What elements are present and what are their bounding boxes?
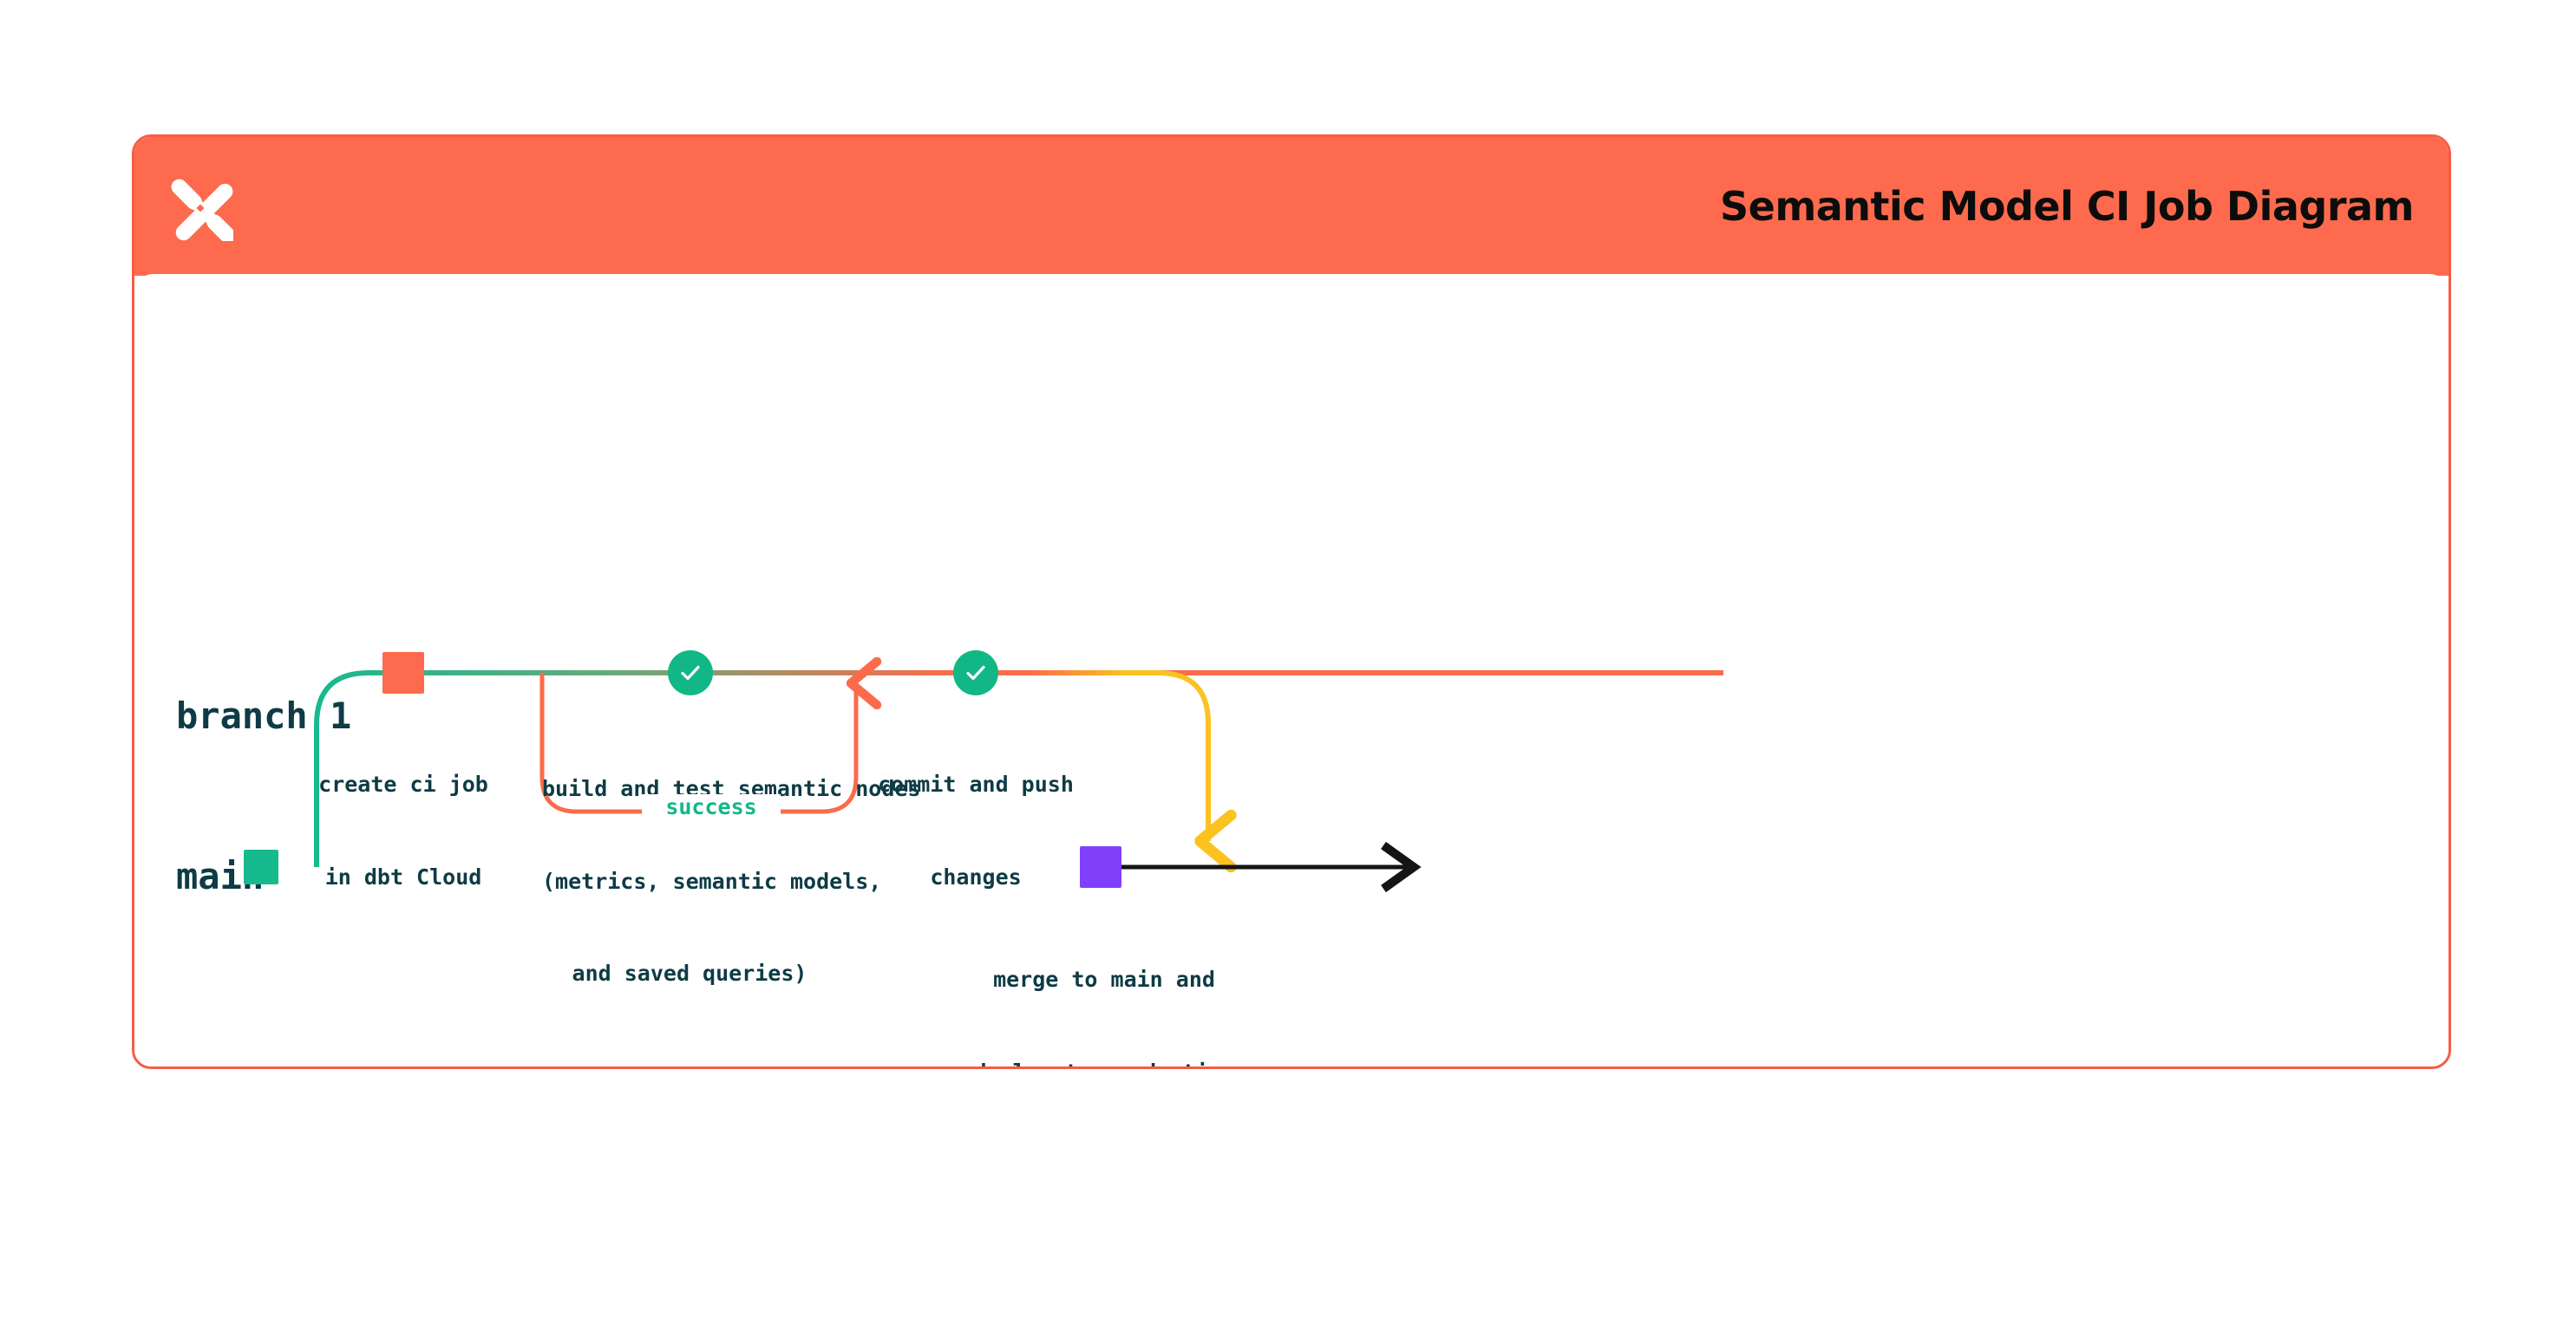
caption-line: (metrics, semantic models, bbox=[542, 868, 882, 894]
node-caption-build-and-test: build and test semantic nodes (metrics, … bbox=[542, 712, 921, 1051]
caption-line: in dbt Cloud bbox=[324, 864, 482, 890]
check-circle-icon-commit[interactable] bbox=[953, 650, 998, 695]
dbt-x-logo-icon bbox=[167, 175, 238, 245]
caption-line: commit and push bbox=[878, 772, 1074, 797]
caption-line: changes bbox=[930, 864, 1022, 890]
caption-line: merge to main and bbox=[993, 967, 1215, 992]
page-title: Semantic Model CI Job Diagram bbox=[1719, 183, 2415, 230]
card-header: Semantic Model CI Job Diagram bbox=[134, 137, 2449, 276]
caption-line: and saved queries) bbox=[572, 961, 807, 986]
success-loop-right bbox=[755, 683, 856, 814]
node-marker-create-ci-job[interactable] bbox=[382, 652, 424, 694]
check-circle-icon-build[interactable] bbox=[668, 650, 713, 695]
diagram-card: Semantic Model CI Job Diagram bbox=[132, 134, 2451, 1069]
diagram-edges bbox=[278, 274, 1723, 893]
caption-line: create ci job bbox=[318, 772, 488, 797]
diagram-stage: branch 1 main create ci job in dbt Cloud bbox=[134, 274, 2449, 1067]
success-loop-left bbox=[539, 673, 655, 814]
node-caption-merge-to-main: merge to main and deploy to production bbox=[965, 903, 1243, 1067]
node-caption-commit-and-push: commit and push changes bbox=[846, 708, 1106, 954]
main-start-marker bbox=[244, 850, 278, 884]
node-caption-create-ci-job: create ci job in dbt Cloud bbox=[273, 708, 533, 954]
merge-down-line bbox=[1028, 670, 1208, 841]
branch-1-line bbox=[314, 670, 1723, 867]
caption-line: deploy to production bbox=[965, 1057, 1243, 1067]
node-marker-merge-to-main[interactable] bbox=[1080, 846, 1121, 888]
lane-label-branch-1: branch 1 bbox=[176, 695, 352, 737]
edge-label-success: success bbox=[642, 794, 781, 819]
card-body: branch 1 main create ci job in dbt Cloud bbox=[134, 274, 2449, 1067]
